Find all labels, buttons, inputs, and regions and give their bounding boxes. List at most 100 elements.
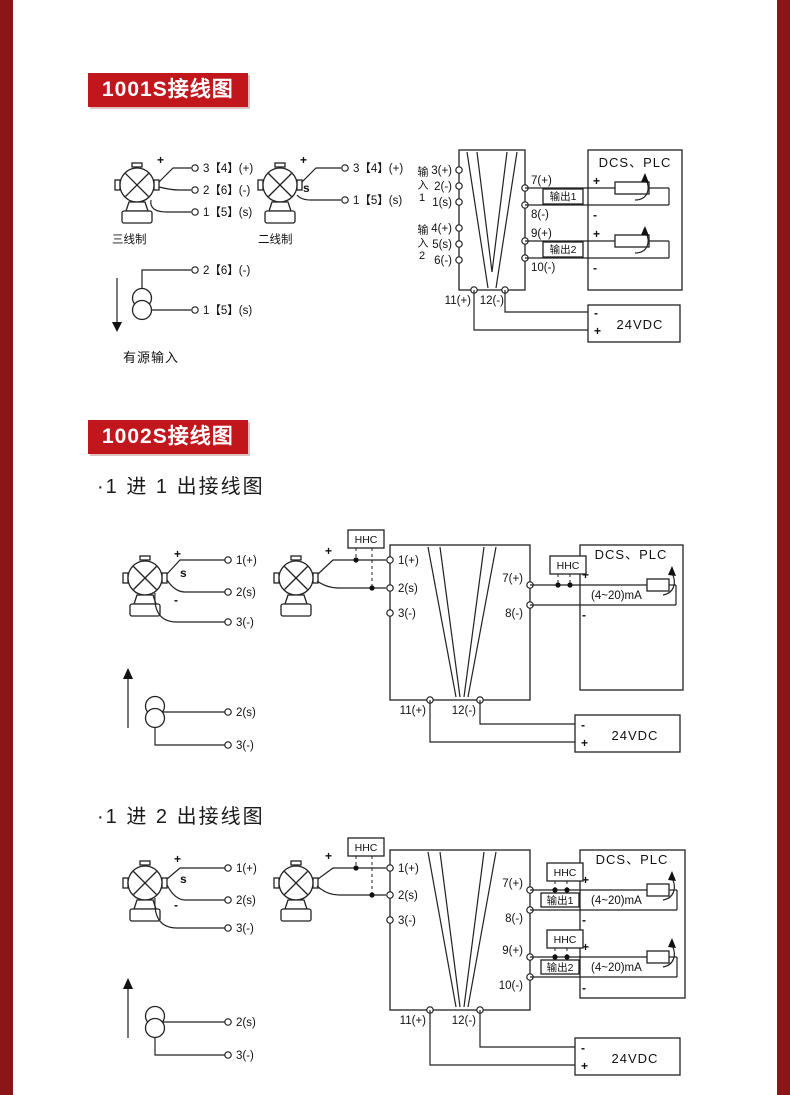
polarity-s: s: [180, 566, 187, 580]
output1-tag: [540, 892, 580, 908]
polarity-s: s: [303, 181, 310, 195]
load1-arrow-icon: [668, 871, 676, 881]
transmitter-demo: + s - 1(+) 2(s) 3(-): [122, 547, 257, 629]
polarity-plus: +: [581, 736, 588, 750]
polarity-plus: +: [582, 568, 589, 582]
iso-terminal-label: 3(-): [398, 915, 416, 927]
iso-terminal-label: 8(-): [531, 209, 549, 221]
terminal-label: 1【5】(s): [203, 304, 252, 317]
polarity-plus: +: [593, 227, 600, 241]
load1-resistor: [646, 883, 670, 897]
iso-terminal-label: 9(+): [502, 945, 523, 957]
iso-terminal-label: 12(-): [452, 705, 476, 717]
iso-terminal-label: 12(-): [480, 295, 504, 307]
polarity-plus: +: [582, 873, 589, 887]
output1-tag: [542, 188, 584, 205]
transmitter-demo: + s - 1(+) 2(s) 3(-): [122, 852, 257, 935]
output1-label: 输出1: [547, 894, 574, 907]
polarity-minus: -: [581, 1041, 585, 1055]
terminal-label: 2(s): [236, 1017, 256, 1029]
polarity-plus: +: [174, 852, 181, 866]
power-supply-box: - + 24VDC: [473, 290, 681, 343]
power-supply-box: - + 24VDC: [429, 1010, 681, 1076]
polarity-minus: -: [593, 261, 597, 275]
terminal-label: 1(+): [236, 555, 257, 567]
power-label: 24VDC: [612, 1051, 659, 1066]
iso-terminal-label: 1(+): [398, 863, 419, 875]
iso-terminal-label: 7(+): [502, 878, 523, 890]
wiring-diagram-1002s-1in1out: + s - 1(+) 2(s) 3(-) + HHC 1(+) 2(s) 3(-…: [122, 529, 684, 753]
load1-resistor: [614, 181, 650, 195]
output1-label: 输出1: [550, 190, 577, 203]
transmitter-three-wire: + 3【4】(+) 2【6】(-) 1【5】(s) 三线制: [112, 153, 253, 246]
hhc-box: [549, 555, 587, 575]
isolator-input2-vertical-label: 输入2: [416, 224, 428, 264]
terminal-label: 2(s): [236, 707, 256, 719]
iso-terminal-label: 11(+): [445, 295, 471, 307]
signal-range-label: (4~20)mA: [591, 962, 642, 974]
active-input-source: 2【6】(-) 1【5】(s) 有源输入: [112, 264, 252, 365]
terminal-label: 1【5】(s): [353, 194, 402, 207]
polarity-plus: +: [325, 544, 332, 558]
terminal-label: 2【6】(-): [203, 184, 250, 197]
transmitter-two-wire: + s 3【4】(+) 1【5】(s) 二线制: [257, 153, 403, 246]
active-input-caption: 有源输入: [123, 350, 179, 365]
iso-terminal-label: 1(s): [432, 197, 452, 209]
dcs-plc-box: DCS、PLC 输出1 + - (4~20)mA HHC 输出2 + - (4~…: [530, 849, 686, 999]
polarity-s: s: [180, 872, 187, 886]
iso-terminal-label: 1(+): [398, 555, 419, 567]
isolator-input1-vertical-label: 输入1: [416, 166, 428, 206]
terminal-label: 2(s): [236, 587, 256, 599]
dcs-plc-label: DCS、PLC: [599, 155, 672, 170]
polarity-plus: +: [325, 849, 332, 863]
iso-terminal-label: 2(s): [398, 583, 418, 595]
signal-range-label: (4~20)mA: [591, 895, 642, 907]
left-red-border: [0, 0, 13, 1095]
iso-terminal-label: 3(-): [398, 608, 416, 620]
output2-label: 输出2: [547, 961, 574, 974]
active-input-source: 2(s) 3(-): [123, 978, 256, 1062]
iso-terminal-label: 8(-): [505, 913, 523, 925]
arrow-up-icon: [123, 668, 133, 679]
iso-terminal-label: 7(+): [502, 573, 523, 585]
power-label: 24VDC: [612, 728, 659, 743]
polarity-minus: -: [582, 981, 586, 995]
two-wire-caption: 二线制: [258, 232, 293, 246]
iso-terminal-label: 2(s): [398, 890, 418, 902]
polarity-minus: -: [593, 208, 597, 222]
section-badge-1001s: 1001S接线图: [88, 73, 248, 107]
polarity-minus: -: [582, 913, 586, 927]
iso-terminal-label: 6(-): [434, 255, 452, 267]
load1-arrow-icon: [641, 173, 649, 183]
polarity-minus: -: [582, 608, 586, 622]
hhc-box: [546, 862, 584, 882]
iso-terminal-label: 3(+): [431, 165, 452, 177]
polarity-plus: +: [594, 324, 601, 338]
hhc-box: [546, 929, 584, 949]
load2-arrow-icon: [641, 226, 649, 236]
section-badge-1002s: 1002S接线图: [88, 420, 248, 454]
load2-resistor: [646, 950, 670, 964]
iso-terminal-label: 11(+): [400, 1015, 426, 1027]
iso-terminal-label: 10(-): [531, 262, 555, 274]
load-arrow-icon: [668, 566, 676, 576]
iso-terminal-label: 7(+): [531, 175, 552, 187]
iso-terminal-label: 5(s): [432, 239, 452, 251]
iso-terminal-label: 11(+): [400, 705, 426, 717]
signal-range-label: (4~20)mA: [591, 590, 642, 602]
polarity-minus: -: [174, 593, 178, 607]
terminal-label: 3【4】(+): [353, 162, 403, 175]
dcs-plc-box: DCS、PLC 输出1 输出2 + - + -: [525, 149, 683, 291]
iso-terminal-label: 2(-): [434, 181, 452, 193]
terminal-label: 3【4】(+): [203, 162, 253, 175]
load2-arrow-icon: [668, 938, 676, 948]
dcs-plc-label: DCS、PLC: [596, 852, 669, 867]
terminal-label: 2【6】(-): [203, 264, 250, 277]
polarity-minus: -: [581, 718, 585, 732]
active-input-source: 2(s) 3(-): [123, 668, 256, 752]
three-wire-caption: 三线制: [112, 232, 147, 246]
polarity-plus: +: [300, 153, 307, 167]
power-supply-box: - + 24VDC: [429, 700, 681, 753]
subtitle-1in2out: ·1 进 2 出接线图: [97, 806, 265, 828]
transmitter-with-hhc: + HHC: [273, 837, 386, 922]
